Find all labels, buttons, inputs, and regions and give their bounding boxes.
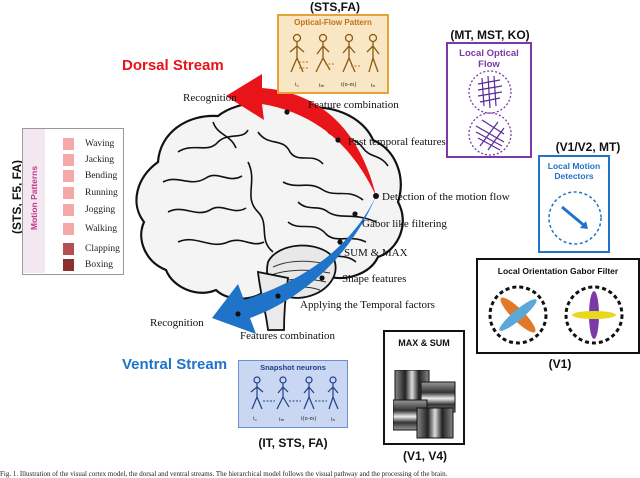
optical-frame-4: tₙ (371, 83, 376, 89)
list-item: Jacking (63, 154, 163, 166)
local-motion-box: Local Motion Detectors (538, 155, 610, 253)
local-motion-title: Local Motion Detectors (547, 161, 601, 181)
list-item: Waving (63, 138, 163, 150)
stream-node-dots (235, 109, 379, 317)
optical-frame-3: t(n-m) (341, 82, 357, 88)
list-item: Jogging (63, 204, 163, 216)
optical-flow-walkers-icon (289, 33, 380, 73)
snapshot-walkers-icon (250, 376, 339, 410)
max-sum-title: MAX & SUM (398, 338, 450, 348)
motion-patterns-list: Waving Jacking Bending Running Jogging W… (63, 135, 123, 273)
motion-patterns-box: Motion Patterns Waving Jacking Bending R… (22, 128, 124, 275)
ventral-recognition-label: Recognition (150, 317, 204, 329)
ventral-stream-title: Ventral Stream (122, 356, 228, 373)
motion-detector-icon (548, 191, 602, 245)
ventral-temporal-factors-label: Applying the Temporal factors (300, 299, 435, 311)
optical-flow-box: Optical-Flow Pattern t₀ tₘ t(n-m) tₙ (277, 14, 389, 94)
local-optical-flow-icon (468, 70, 512, 156)
ventral-shape-label: Shape features (342, 273, 407, 285)
max-sum-gabor-patches-icon (393, 370, 456, 439)
optical-frame-1: t₀ (295, 82, 299, 88)
figure-caption: Fig. 1. Illustration of the visual corte… (0, 470, 448, 478)
ventral-gabor-label: Gabor like filtering (362, 218, 447, 230)
list-item: Boxing (63, 259, 163, 271)
list-item: Running (63, 187, 163, 199)
dorsal-detection-label: Detection of the motion flow (382, 191, 510, 203)
local-optical-box: Local Optical Flow (446, 42, 532, 158)
optical-flow-region: (STS,FA) (310, 0, 360, 14)
gabor-title: Local Orientation Gabor Filter (497, 266, 619, 276)
local-optical-region: (MT, MST, KO) (450, 28, 530, 42)
snapshot-title: Snapshot neurons (260, 363, 326, 372)
max-sum-region: (V1, V4) (402, 449, 447, 463)
local-optical-title: Local Optical Flow (459, 48, 519, 70)
snapshot-frame-1: t₀ (253, 416, 257, 422)
local-motion-region: (V1/V2, MT) (555, 140, 621, 154)
optical-frame-2: tₘ (319, 83, 325, 89)
list-item: Clapping (63, 243, 163, 255)
ventral-stream-arrow (212, 196, 376, 334)
snapshot-frame-4: tₙ (331, 417, 336, 423)
dorsal-stream-title: Dorsal Stream (122, 57, 224, 74)
dorsal-feature-combination-label: Feature combination (308, 99, 399, 111)
gabor-region: (V1) (548, 357, 572, 371)
list-item: Bending (63, 170, 163, 182)
snapshot-box: Snapshot neurons t₀ tₘ t(n-m) tₙ (238, 360, 348, 428)
list-item: Walking (63, 223, 163, 235)
motion-patterns-title: Motion Patterns (29, 165, 39, 231)
snapshot-frame-2: tₘ (279, 417, 285, 423)
dorsal-fast-temporal-label: Fast temporal features (348, 136, 446, 148)
ventral-sum-max-label: SUM & MAX (344, 247, 408, 259)
ventral-features-combination-label: Features combination (240, 330, 336, 342)
gabor-box: Local Orientation Gabor Filter (476, 258, 640, 354)
optical-flow-title: Optical-Flow Pattern (294, 18, 372, 27)
snapshot-frame-3: t(n-m) (301, 416, 317, 422)
snapshot-region: (IT, STS, FA) (258, 436, 328, 450)
dorsal-recognition-label: Recognition (183, 92, 237, 104)
dorsal-stream-arrow (226, 74, 376, 196)
max-sum-box: MAX & SUM (383, 330, 465, 445)
gabor-filters-icon (488, 285, 624, 345)
